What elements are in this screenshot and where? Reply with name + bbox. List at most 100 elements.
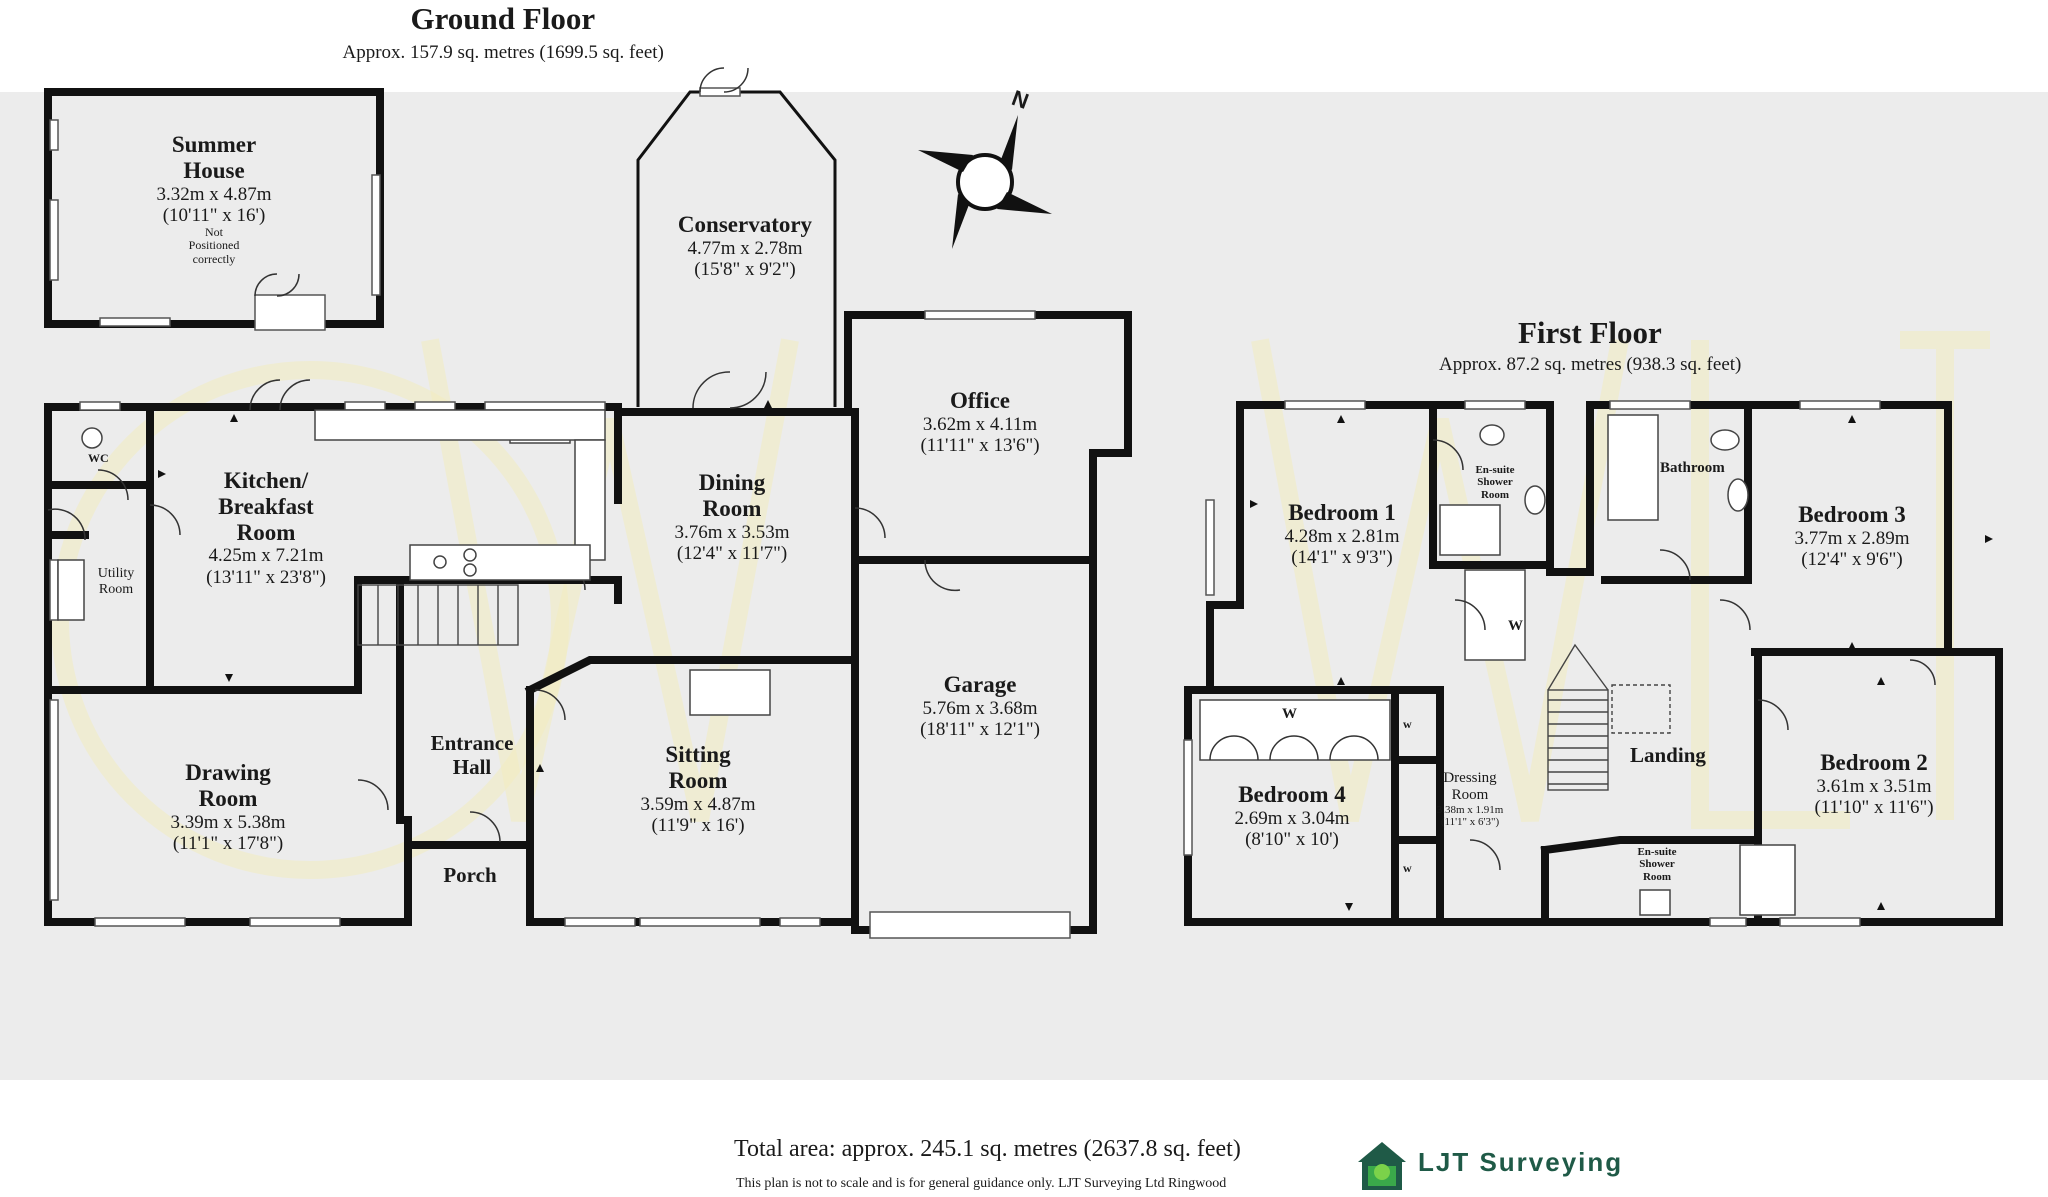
room-name: Kitchen/ [223, 468, 309, 493]
room-dim-metric: 3.77m x 2.89m [1794, 527, 1910, 549]
bathroom-label: Bathroom [1660, 460, 1725, 476]
room-name: Dressing [1443, 770, 1497, 786]
room-name: Office [949, 388, 1010, 413]
room-dim-imperial: (14'1" x 9'3") [1291, 547, 1393, 569]
kitchen-counter [314, 409, 606, 441]
sitting-label: Sitting Room 3.59m x 4.87m (11'9" x 16') [598, 742, 798, 836]
room-name: Room [236, 519, 296, 545]
bedroom2-label: Bedroom 2 3.61m x 3.51m (11'10" x 11'6") [1774, 750, 1974, 818]
room-name: Summer [171, 132, 257, 157]
room-dim-imperial: (10'11" x 16') [162, 204, 266, 226]
room-name: Drawing [185, 760, 271, 785]
bedroom3-label: Bedroom 3 3.77m x 2.89m (12'4" x 9'6") [1752, 502, 1952, 570]
house-outer-wall [44, 311, 1132, 934]
disclaimer: This plan is not to scale and is for gen… [736, 1176, 1227, 1191]
room-name: Utility [97, 566, 135, 581]
room-name: Room [1480, 488, 1510, 501]
ground-internal-walls [44, 403, 1097, 934]
room-dim-imperial: (11'9" x 16') [651, 814, 745, 836]
room-dim-metric: 4.25m x 7.21m [208, 545, 324, 567]
room-name: Breakfast [218, 493, 314, 519]
room-name: Room [668, 767, 728, 793]
dressing-label: Dressing Room 3.38m x 1.91m (11'1" x 6'3… [1430, 770, 1510, 828]
room-dim-metric: 3.61m x 3.51m [1816, 775, 1932, 797]
summer-house-label: Summer House 3.32m x 4.87m (10'11" x 16'… [114, 132, 314, 266]
room-name: Room [702, 495, 762, 521]
ground-floor-walls [44, 67, 1132, 939]
room-dim-metric: 4.28m x 2.81m [1284, 525, 1400, 547]
room-name: Sitting [665, 742, 731, 767]
brand-name: LJT Surveying [1418, 1147, 1624, 1177]
room-name: Room [1642, 870, 1672, 883]
room-dim-imperial: (11'11" x 13'6") [920, 435, 1040, 457]
ensuite2-shower [1739, 844, 1796, 916]
room-dim-imperial: (13'11" x 23'8") [206, 566, 326, 588]
room-name: Bedroom 2 [1820, 750, 1928, 775]
bedroom1-label: Bedroom 1 4.28m x 2.81m (14'1" x 9'3") [1242, 500, 1442, 568]
room-note: Positioned [188, 238, 240, 253]
ensuite1-label: En-suite Shower Room [1462, 464, 1528, 501]
room-name: Dining [698, 470, 766, 495]
room-name: En-suite [1637, 846, 1677, 858]
office-label: Office 3.62m x 4.11m (11'11" x 13'6") [880, 388, 1080, 456]
room-dim-metric: 3.39m x 5.38m [170, 811, 286, 833]
ensuite1-shower [1439, 504, 1501, 556]
first-floor-stairs [1547, 643, 1671, 791]
room-dim-imperial: (11'1" x 17'8") [172, 832, 284, 854]
room-dim-imperial: (12'4" x 11'7") [676, 542, 788, 564]
room-dim-metric: 3.59m x 4.87m [640, 793, 756, 815]
room-dim-imperial: (8'10" x 10') [1245, 829, 1339, 851]
conservatory-label: Conservatory 4.77m x 2.78m (15'8" x 9'2"… [645, 212, 845, 280]
room-dim-imperial: (11'10" x 11'6") [1814, 797, 1934, 819]
room-name: Conservatory [677, 212, 813, 237]
room-dim-imperial: (15'8" x 9'2") [694, 259, 796, 281]
drawing-label: Drawing Room 3.39m x 5.38m (11'1" x 17'8… [128, 760, 328, 854]
bath [1607, 414, 1659, 521]
total-area: Total area: approx. 245.1 sq. metres (26… [734, 1136, 1241, 1162]
ground-floor-title: Ground Floor [410, 1, 596, 36]
wc-label: WC [88, 451, 109, 465]
garage-label: Garage 5.76m x 3.68m (18'11" x 12'1") [880, 672, 1080, 740]
room-name: Bedroom 4 [1238, 782, 1346, 807]
landing-label: Landing [1630, 743, 1706, 767]
room-name: Entrance [430, 731, 514, 755]
room-name: Hall [452, 754, 492, 779]
room-name: Bedroom 1 [1288, 500, 1396, 525]
room-name: Shower [1639, 858, 1675, 871]
kitchen-counter-side [574, 439, 606, 561]
dining-label: Dining Room 3.76m x 3.53m (12'4" x 11'7"… [632, 470, 832, 564]
room-dim-metric: 5.76m x 3.68m [922, 697, 1038, 719]
house-logo-icon [1358, 1142, 1406, 1190]
room-dim-imperial: (18'11" x 12'1") [920, 719, 1040, 741]
room-name: Bedroom 3 [1798, 502, 1906, 527]
compass-rose [918, 115, 1052, 249]
room-name: En-suite [1475, 464, 1515, 476]
first-floor-area: Approx. 87.2 sq. metres (938.3 sq. feet) [1439, 354, 1742, 375]
ensuite2-label: En-suite Shower Room [1624, 846, 1690, 883]
first-floor-title: First Floor [1518, 315, 1662, 350]
room-note: correctly [192, 251, 236, 266]
entrance-hall-label: Entrance Hall [412, 731, 532, 779]
wardrobe-label: w [1403, 861, 1412, 875]
kitchen-label: Kitchen/ Breakfast Room 4.25m x 7.21m (1… [166, 468, 366, 588]
room-name: Shower [1477, 476, 1513, 489]
ground-stairs [357, 584, 519, 646]
bedroom4-wardrobe [1199, 699, 1391, 761]
utility-label: Utility Room [86, 566, 146, 597]
room-dim-metric: 3.62m x 4.11m [922, 413, 1038, 435]
fireplace [689, 669, 771, 716]
room-name: House [183, 157, 245, 183]
room-name: Room [1451, 786, 1489, 803]
room-dim-metric: 2.69m x 3.04m [1234, 807, 1350, 829]
bedroom4-label: Bedroom 4 2.69m x 3.04m (8'10" x 10') [1192, 782, 1392, 850]
room-dim-metric: 3.32m x 4.87m [156, 183, 272, 205]
room-dim-metric: 3.38m x 1.91m [1436, 803, 1504, 816]
wardrobe-label: w [1403, 717, 1412, 731]
first-floor-walls [1183, 400, 2003, 927]
wardrobe-label: W [1282, 706, 1297, 722]
room-dim-metric: 4.77m x 2.78m [687, 237, 803, 259]
brand-logo [1352, 1136, 1412, 1192]
room-dim-metric: 3.76m x 3.53m [674, 521, 790, 543]
room-dim-imperial: (11'1" x 6'3") [1440, 815, 1500, 828]
